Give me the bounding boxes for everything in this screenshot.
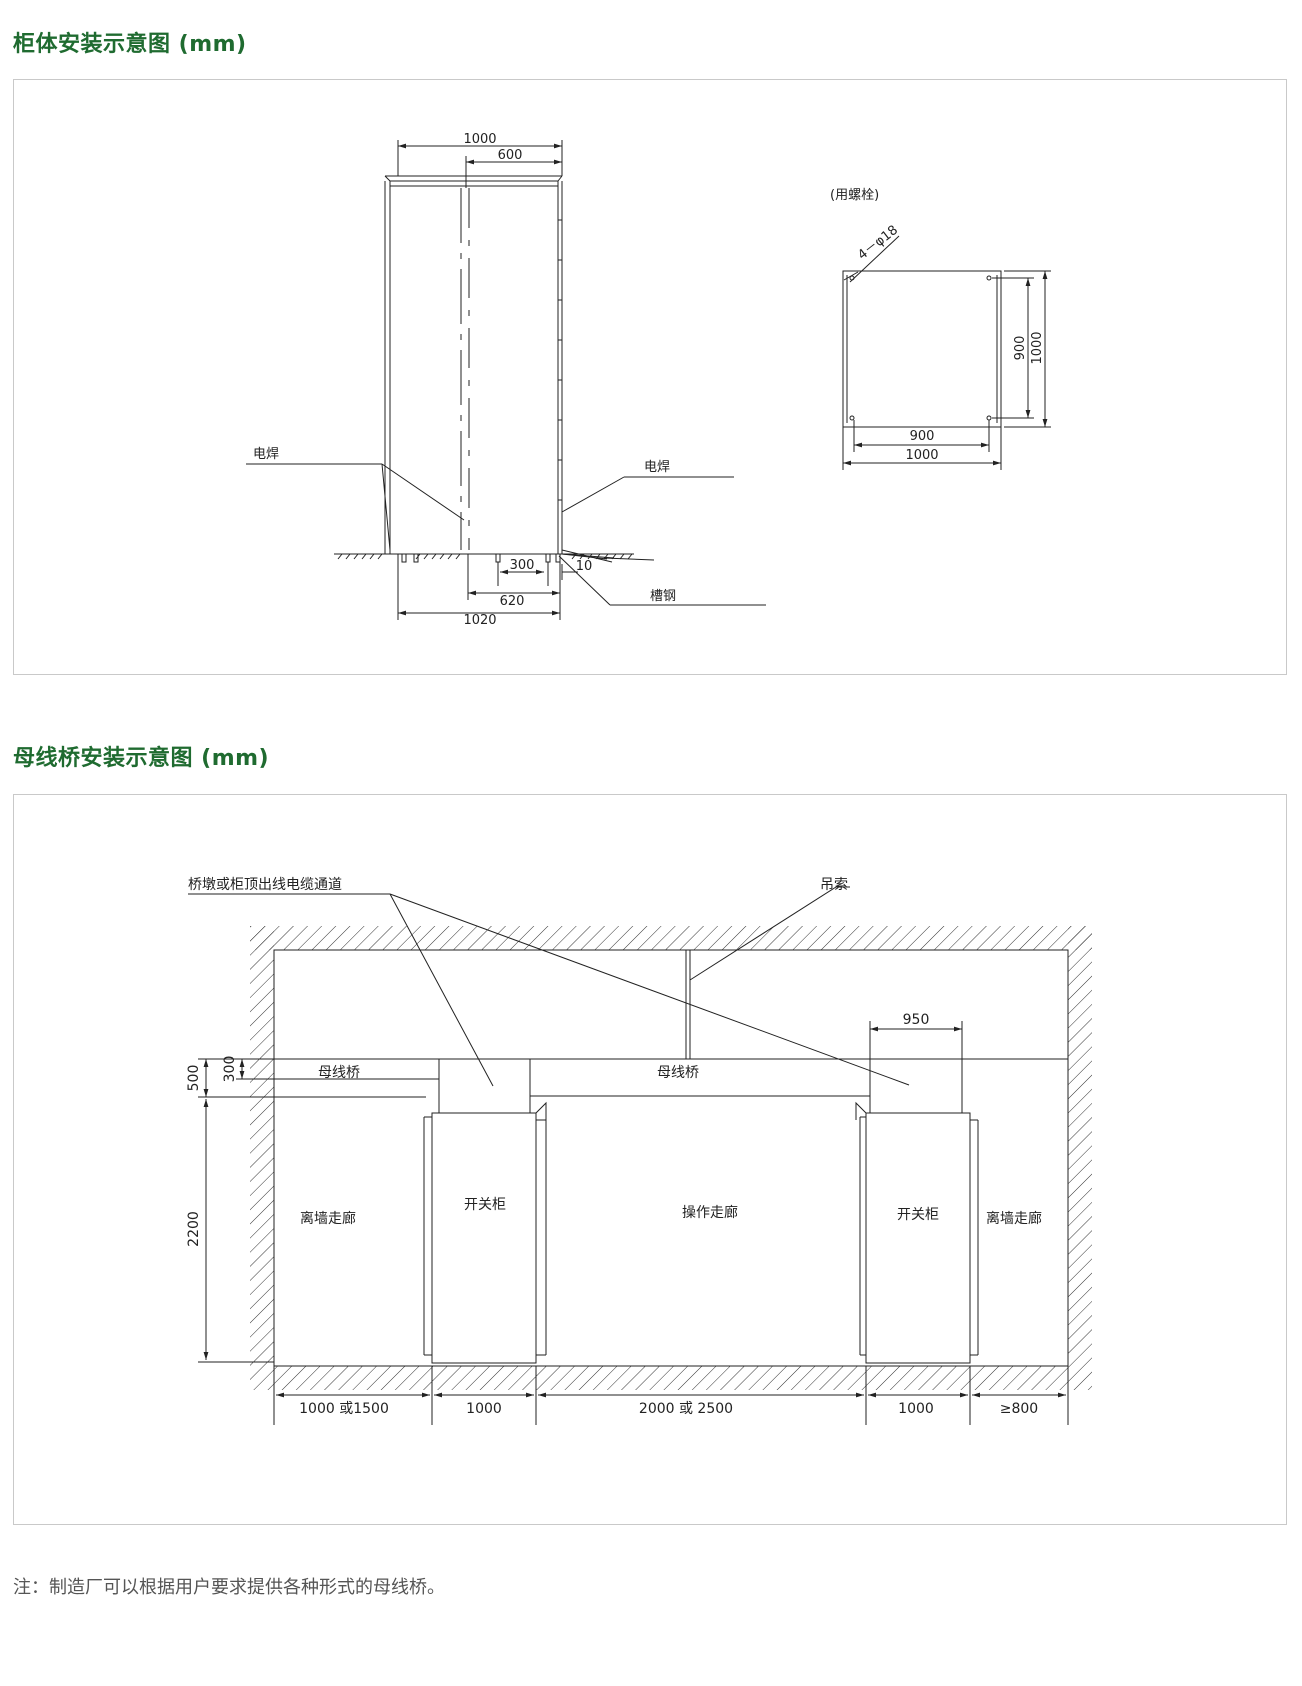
label-hole-spec: 4－φ18: [855, 223, 901, 263]
busbar-diagram-frame: 桥墩或柜顶出线电缆通道 吊索 950 母线桥 母线桥 开关柜 开关柜 离墙走廊 …: [13, 794, 1287, 1525]
label-corridor-left: 离墙走廊: [300, 1210, 356, 1227]
label-sling: 吊索: [820, 876, 848, 893]
label-channel-steel: 槽钢: [650, 589, 676, 604]
dim-300: 300: [510, 558, 535, 573]
switchgear-left: [431, 1112, 537, 1364]
dim-2200: 2200: [186, 1211, 202, 1247]
dim-950: 950: [903, 1012, 930, 1028]
dim-bottom-2: 1000: [466, 1401, 502, 1417]
label-corridor-right: 离墙走廊: [986, 1210, 1042, 1227]
dim-bottom-4: 1000: [898, 1401, 934, 1417]
label-busbar-center: 母线桥: [657, 1065, 699, 1081]
dim-300: 300: [222, 1056, 238, 1083]
busbar-installation-diagram: 桥墩或柜顶出线电缆通道 吊索 950 母线桥 母线桥 开关柜 开关柜 离墙走廊 …: [186, 876, 1092, 1425]
dim-bottom-1: 1000 或1500: [299, 1401, 389, 1417]
dim-1000-top: 1000: [463, 132, 496, 147]
cabinet-plan-outline: [842, 270, 1002, 428]
room-walls: [250, 926, 1092, 1390]
cabinet-diagram-frame: 1000 600 300 10 620 1020 电焊 电焊 槽钢 (用螺栓) …: [13, 79, 1287, 675]
room-outline: [273, 949, 1069, 1367]
label-weld-left: 电焊: [253, 446, 279, 462]
dim-bottom-5: ≥800: [1000, 1401, 1038, 1417]
switchgear-right: [865, 1112, 971, 1364]
label-busbar-left: 母线桥: [318, 1065, 360, 1081]
dim-620: 620: [500, 594, 525, 609]
dim-500: 500: [186, 1065, 202, 1092]
section-title-cabinet: 柜体安装示意图 (mm): [13, 32, 247, 57]
label-operation-corridor: 操作走廊: [682, 1204, 738, 1221]
cabinet-installation-diagram: 1000 600 300 10 620 1020 电焊 电焊 槽钢 (用螺栓) …: [246, 132, 1051, 628]
dim-10: 10: [576, 559, 593, 574]
cabinet-elevation-outline: [389, 180, 559, 555]
dim-plan-900-h: 900: [910, 429, 935, 444]
dim-bottom-3: 2000 或 2500: [639, 1401, 733, 1417]
dim-600-top: 600: [498, 148, 523, 163]
footnote: 注：制造厂可以根据用户要求提供各种形式的母线桥。: [13, 1577, 445, 1598]
label-bolt: (用螺栓): [830, 188, 879, 203]
dim-1020: 1020: [463, 613, 496, 628]
label-switchgear-right: 开关柜: [897, 1207, 939, 1223]
label-cable-channel: 桥墩或柜顶出线电缆通道: [188, 877, 342, 893]
section-title-busbar: 母线桥安装示意图 (mm): [13, 746, 270, 771]
label-switchgear-left: 开关柜: [464, 1197, 506, 1213]
dim-plan-1000-v: 1000: [1030, 331, 1045, 364]
dim-plan-1000-h: 1000: [905, 448, 938, 463]
label-weld-right: 电焊: [644, 459, 670, 475]
dim-plan-900-v: 900: [1013, 336, 1028, 361]
